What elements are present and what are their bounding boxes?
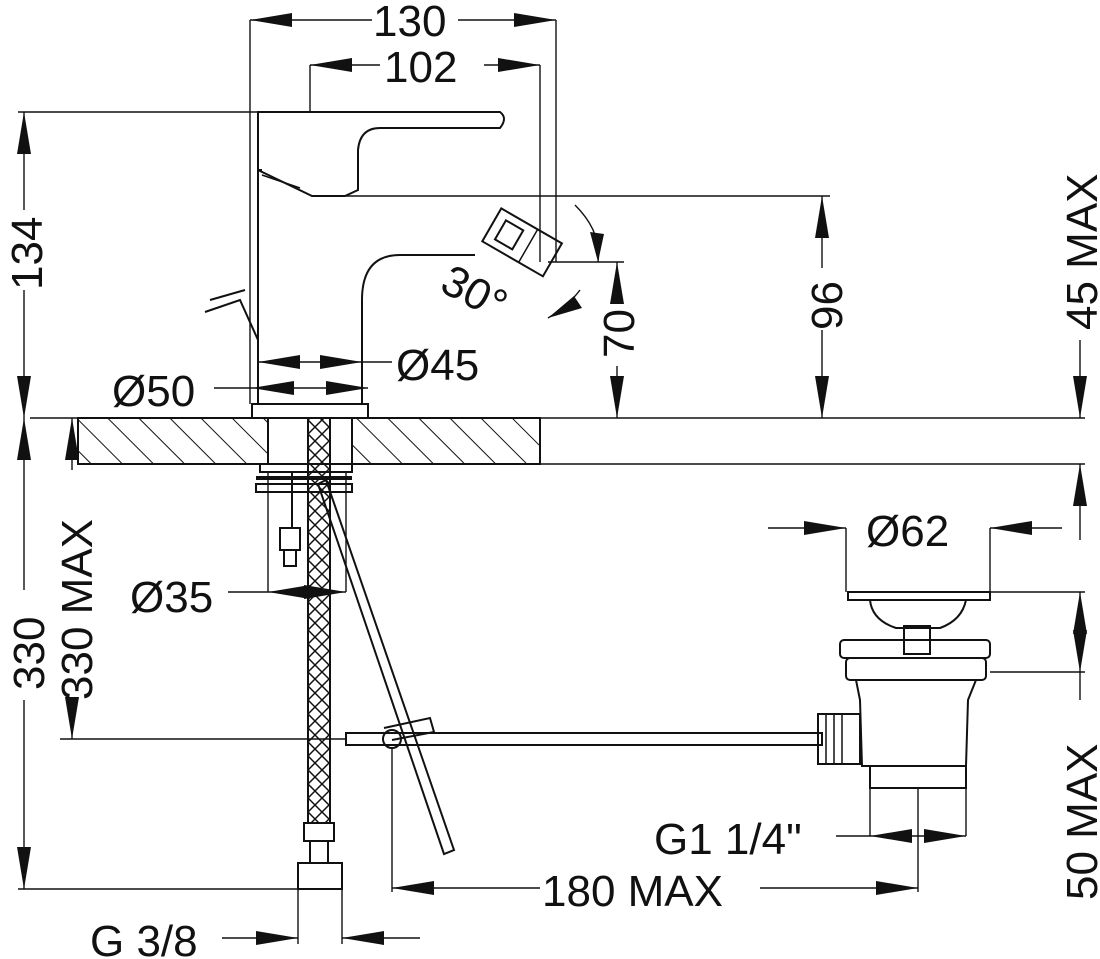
dimension-lines [17, 13, 1087, 945]
label-diameter-35: Ø35 [130, 573, 213, 622]
label-134: 134 [3, 217, 52, 290]
label-330: 330 [5, 617, 54, 690]
label-130: 130 [373, 0, 446, 46]
dimension-labels: 130 102 134 30° 70 96 45 MAX Ø45 Ø50 330… [3, 0, 1100, 959]
label-70: 70 [595, 309, 644, 358]
label-diameter-45: Ø45 [396, 341, 479, 390]
mounting-assembly [255, 417, 823, 890]
label-diameter-62: Ø62 [866, 507, 949, 556]
label-30-degrees: 30° [433, 256, 515, 331]
pop-up-waste [817, 591, 991, 789]
label-50-max: 50 MAX [1058, 743, 1100, 900]
label-45-max: 45 MAX [1058, 173, 1100, 330]
label-180-max: 180 MAX [542, 867, 723, 916]
label-g-3-8: G 3/8 [90, 917, 198, 959]
label-diameter-50: Ø50 [112, 367, 195, 416]
mixer-body [204, 111, 564, 419]
countertop-section [30, 417, 1085, 465]
label-g1-1-4: G1 1/4" [654, 815, 802, 864]
label-330-max: 330 MAX [53, 519, 102, 700]
label-102: 102 [384, 43, 457, 92]
label-96: 96 [803, 281, 852, 330]
